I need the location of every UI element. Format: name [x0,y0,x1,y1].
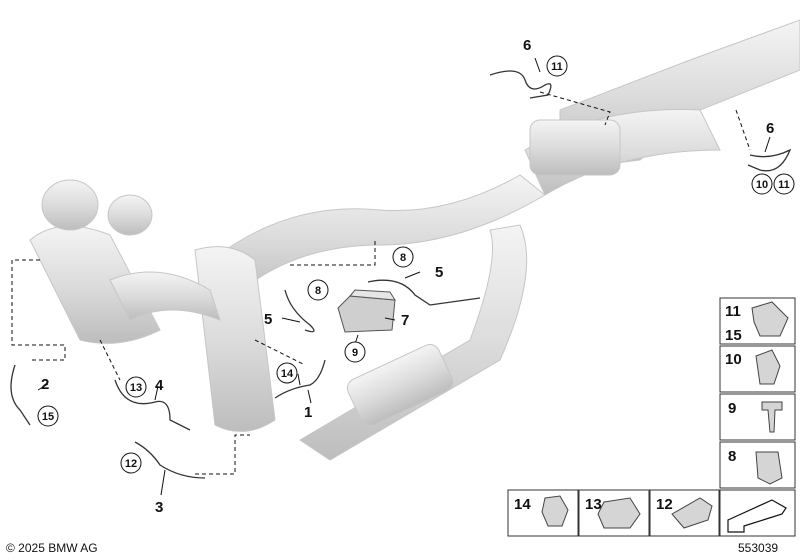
dash-6-top [539,91,611,126]
dash-3 [195,434,250,475]
control-unit [337,289,396,333]
clip-12-icon [671,497,713,529]
callout-5-right: 5 [435,264,443,281]
circle-9-label: 9 [352,347,358,359]
lower-catalyst-body [346,344,454,426]
main-pipe-lower [299,224,528,461]
direction-arrow-icon [727,499,787,533]
circle-13 [125,376,147,398]
circle-15-label: 15 [42,411,54,423]
circle-10-right-label: 10 [756,179,768,191]
control-unit-body [337,295,396,333]
center-catalyst-body [529,119,621,176]
callout-6-right: 6 [766,120,774,137]
callout-2: 2 [41,376,49,393]
callout-7: 7 [401,312,409,329]
circle-12-label: 12 [125,458,137,470]
main-pipe-upper [199,174,546,301]
callout-1: 1 [304,404,312,421]
legend-13: 13 [585,496,602,513]
callout-6-top: 6 [523,37,531,54]
circle-14 [276,362,298,384]
front-catalyst-right [194,246,276,432]
circle-15 [37,405,59,427]
circle-callout-numbers: 11 10 11 8 8 9 14 13 15 12 [42,61,790,470]
legend-14: 14 [514,496,531,513]
circle-8-left [307,279,329,301]
sensor-6-right [747,148,792,172]
clip-13-icon [597,497,641,529]
exhaust-system [29,19,800,461]
reference-number: 553039 [738,541,779,555]
circle-11-top [546,55,568,77]
legend-numbers: 11 15 10 9 8 14 13 12 [514,303,742,513]
downpipe-mid [109,271,221,321]
dash-lines [11,91,751,475]
sensor-4 [114,379,191,431]
dash-5 [290,240,376,266]
legend-9: 9 [728,400,736,417]
circle-14-label: 14 [281,368,294,380]
clip-14-icon [541,495,569,527]
circle-10-right [751,173,773,195]
dash-6-right [735,109,751,151]
sensor-harnesses [10,70,792,479]
circle-11-right-label: 11 [778,179,790,191]
turbo-outlet-2 [107,194,153,236]
clip-11-15-icon [751,301,789,337]
circle-11-right [773,173,795,195]
clip-8-icon [755,451,783,485]
circle-9 [344,341,366,363]
callout-5-left: 5 [264,311,272,328]
sensor-1 [274,359,326,399]
circle-8-right [392,246,414,268]
sensor-2 [10,364,31,426]
dash-4 [99,339,121,381]
circle-12 [120,452,142,474]
legend-8: 8 [728,448,736,465]
circle-8-left-label: 8 [315,285,321,297]
callout-3: 3 [155,499,163,516]
sensor-6-top [489,70,552,99]
callout-4: 4 [155,377,164,394]
legend-10: 10 [725,351,742,368]
bolt-9-icon [761,401,783,433]
circle-callouts [37,55,795,474]
circle-13-label: 13 [130,382,142,394]
numbers: 6 6 5 5 7 2 4 1 3 [41,37,774,516]
control-unit-top [349,289,396,301]
copyright: © 2025 BMW AG [6,541,98,555]
sensor-5-left [284,289,315,333]
clip-10-icon [755,349,781,385]
legend-15: 15 [725,327,742,344]
turbo-outlet-1 [41,179,99,231]
circle-11-top-label: 11 [551,61,563,73]
legend-12: 12 [656,496,673,513]
dash-2 [11,259,66,361]
legend-parts [541,301,789,529]
sensor-5-right [367,279,481,306]
circle-8-right-label: 8 [400,252,406,264]
sensor-3 [134,441,206,479]
legend-11: 11 [725,303,741,320]
dash-1 [254,339,306,366]
